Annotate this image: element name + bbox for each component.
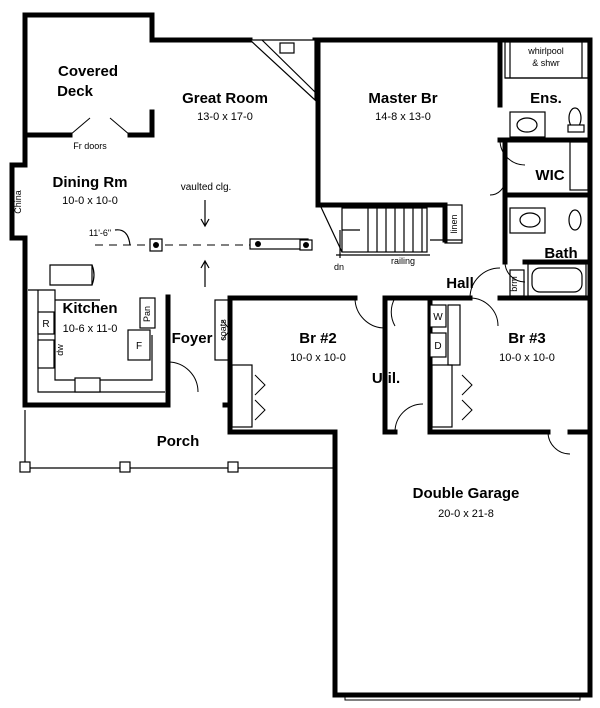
- range-label: F: [136, 341, 142, 352]
- laundry: [214, 299, 461, 428]
- wic-label: WIC: [535, 167, 564, 184]
- br2-label: Br #2: [299, 330, 337, 347]
- master-br-label: Master Br: [368, 90, 437, 107]
- dn-note: dn: [334, 262, 344, 272]
- covered-deck-label-2: Deck: [57, 83, 94, 100]
- brm-note: brm: [509, 276, 519, 292]
- bath-fixtures: [504, 41, 589, 297]
- kitchen-label: Kitchen: [62, 300, 117, 317]
- annotations: Fr doors vaulted clg. China 11'-6" dn ra…: [13, 46, 564, 356]
- fireplace: [248, 39, 316, 102]
- vaulted-note: vaulted clg.: [181, 182, 232, 193]
- master-br-dims: 14-8 x 13-0: [375, 111, 431, 123]
- garage-label: Double Garage: [413, 485, 520, 502]
- dryer-label: D: [434, 341, 441, 352]
- porch-label: Porch: [157, 433, 200, 450]
- linen-note: linen: [449, 214, 459, 233]
- coats-note: coats: [218, 319, 228, 341]
- hall-label: Hall: [446, 275, 474, 292]
- util-label: Util.: [372, 370, 400, 387]
- room-labels: Covered Deck Great Room 13-0 x 17-0 Mast…: [53, 63, 578, 520]
- whirlpool-note-1: whirlpool: [527, 46, 564, 56]
- foyer-label: Foyer: [172, 330, 213, 347]
- dining-dims: 10-0 x 10-0: [62, 195, 118, 207]
- washer-label: W: [433, 312, 443, 323]
- appliance-labels: R F W D: [42, 312, 443, 352]
- bath-label: Bath: [544, 245, 577, 262]
- kitchen-cabinets: [28, 264, 165, 393]
- kitchen-dims: 10-6 x 11-0: [63, 323, 118, 335]
- refrigerator-label: R: [42, 319, 49, 330]
- dw-note: dw: [55, 344, 65, 356]
- dining-label: Dining Rm: [53, 174, 128, 191]
- exterior-walls: [9, 12, 593, 698]
- railing-note: railing: [391, 256, 415, 266]
- vaulted-ceiling-line: [95, 200, 313, 287]
- stair: [319, 204, 463, 258]
- china-note: China: [13, 190, 23, 214]
- fr-doors-note: Fr doors: [73, 141, 107, 151]
- pan-note: Pan: [142, 306, 152, 322]
- garage-dims: 20-0 x 21-8: [438, 508, 494, 520]
- br2-dims: 10-0 x 10-0: [290, 352, 346, 364]
- great-room-dims: 13-0 x 17-0: [197, 111, 253, 123]
- dimension-note: 11'-6": [89, 228, 111, 238]
- ensuite-label: Ens.: [530, 90, 562, 107]
- br3-label: Br #3: [508, 330, 546, 347]
- covered-deck-label-1: Covered: [58, 63, 118, 80]
- whirlpool-note-2: & shwr: [532, 58, 560, 68]
- porch: [19, 410, 335, 473]
- great-room-label: Great Room: [182, 90, 268, 107]
- br3-dims: 10-0 x 10-0: [499, 352, 555, 364]
- doors: [69, 117, 581, 701]
